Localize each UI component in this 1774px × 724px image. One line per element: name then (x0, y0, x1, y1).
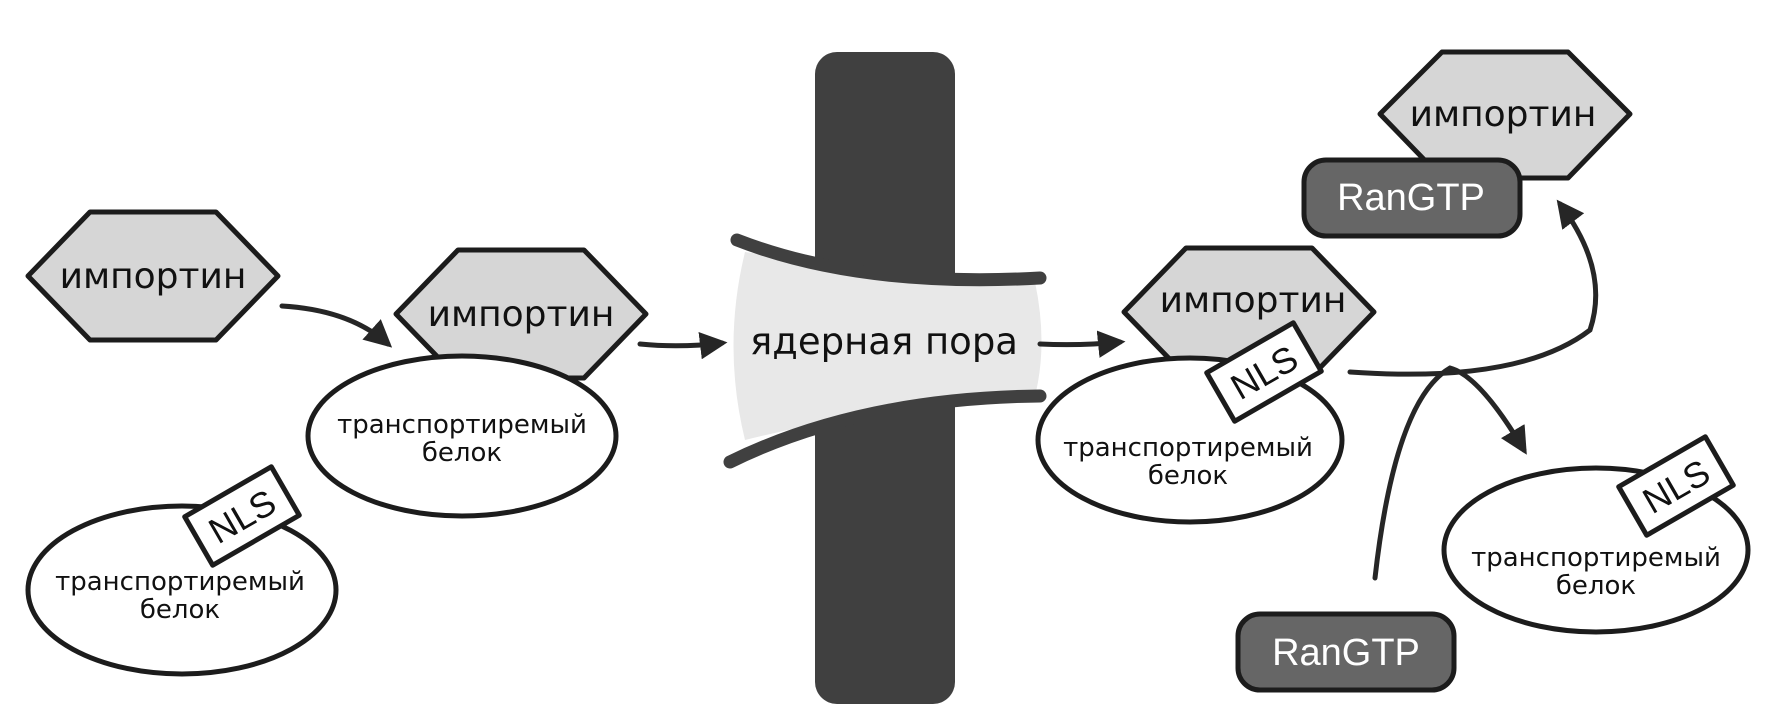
rangtp-pill (1235, 611, 1457, 693)
protein-label-line2: белок (422, 438, 502, 468)
protein-label-line1: транспортиремый (337, 410, 587, 440)
arrow-importin-release (1347, 199, 1599, 377)
protein-label-line2: белок (1148, 461, 1228, 491)
protein-label-line1: транспортиремый (1471, 543, 1721, 573)
rangtp-label: RanGTP (1272, 632, 1420, 674)
nucleus-complex: импортин NLS транспортиремый белок (1035, 245, 1377, 525)
importin-rangtp-complex: импортин RanGTP (1301, 49, 1633, 239)
free-importin: импортин (25, 209, 281, 343)
importin-label: импортин (1410, 94, 1597, 135)
free-cargo-protein: NLS транспортиремый белок (25, 464, 339, 677)
pore-channel (733, 252, 1042, 440)
pore-wall-bottom (723, 389, 1047, 469)
nls-rect (182, 464, 302, 568)
importin-label: импортин (428, 294, 615, 335)
pore-label: ядерная пора (750, 320, 1018, 363)
protein-label-line2: белок (1556, 571, 1636, 601)
protein-label-line1: транспортиремый (55, 567, 305, 597)
rangtp-pill (1301, 157, 1523, 239)
pore-wall-top (730, 233, 1047, 287)
nls-tag: NLS (1616, 434, 1736, 538)
rangtp-free: RanGTP (1235, 611, 1457, 693)
protein-ellipse (25, 503, 339, 677)
cytoplasm-complex: импортин транспортиремый белок (305, 247, 649, 519)
importin-label: импортин (1160, 280, 1347, 321)
protein-ellipse (305, 353, 619, 519)
importin-label: импортин (60, 256, 247, 297)
nuclear-pore: ядерная пора (723, 233, 1047, 469)
protein-label-line1: транспортиремый (1063, 433, 1313, 463)
importin-hexagon (25, 209, 281, 343)
nls-rect (1204, 320, 1324, 424)
arrow-pore-to-nucleus (1037, 330, 1126, 358)
arrow-complex-to-pore (637, 331, 728, 360)
rangtp-label: RanGTP (1337, 177, 1485, 219)
protein-label-line2: белок (140, 595, 220, 625)
released-cargo-protein: NLS транспортиремый белок (1441, 434, 1751, 635)
nls-rect (1616, 434, 1736, 538)
arrows (279, 199, 1599, 581)
arrow-importin-binds-protein (279, 303, 393, 348)
